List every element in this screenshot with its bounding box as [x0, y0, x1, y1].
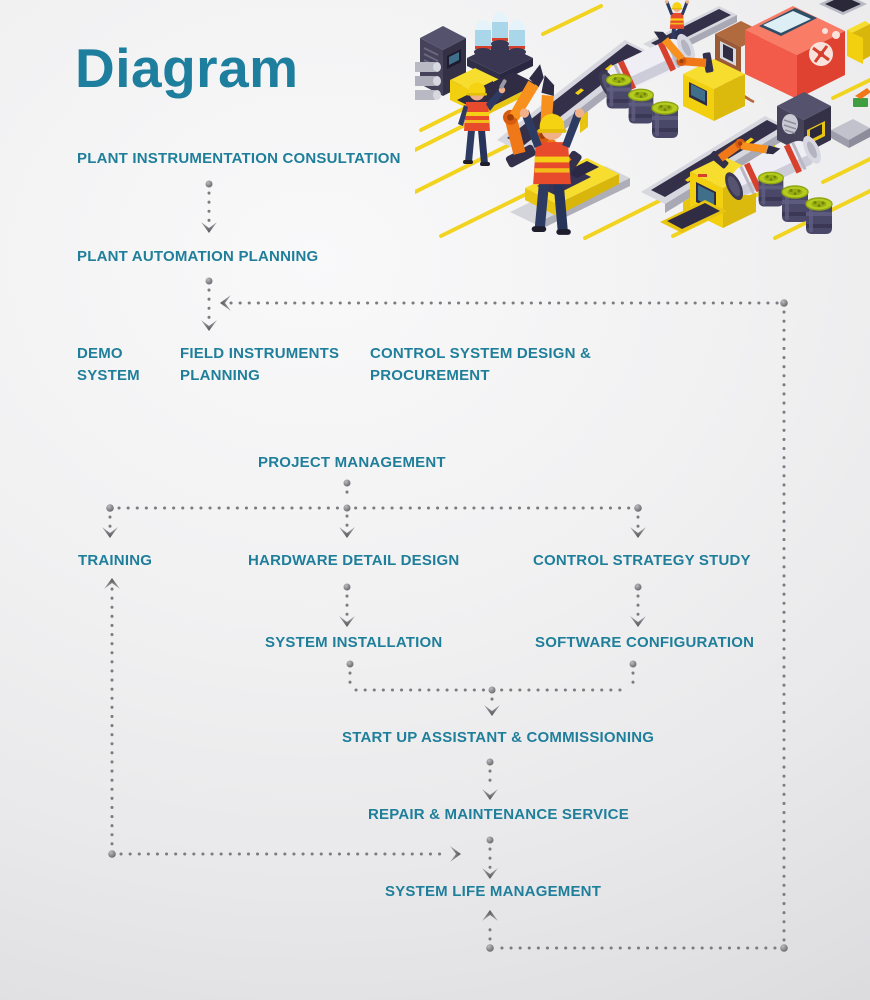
training-loop: [110, 587, 449, 856]
page-title: Diagram: [75, 37, 299, 99]
yellow-machine-right-edge: [847, 21, 870, 107]
step-control-system-design-procurement: CONTROL SYSTEM DESIGN & PROCUREMENT: [370, 345, 592, 384]
red-control-machine: [715, 0, 867, 104]
step-repair-maintenance-service: REPAIR & MAINTENANCE SERVICE: [368, 806, 629, 823]
step-field-instruments-planning: FIELD INSTRUMENTS PLANNING: [180, 345, 340, 384]
step-start-up-assistant-commissioning: START UP ASSISTANT & COMMISSIONING: [342, 729, 655, 746]
side-table-right: [831, 119, 870, 148]
step-control-strategy-study: CONTROL STRATEGY STUDY: [533, 552, 751, 569]
connector-start-dots: [106, 180, 788, 952]
distribution-line: [108, 506, 640, 529]
step-plant-instrumentation-consultation: PLANT INSTRUMENTATION CONSULTATION: [77, 150, 401, 167]
parts-tray: [660, 200, 727, 233]
robot-cell-upper: [683, 59, 745, 121]
glass-cylinder-unit: [467, 12, 533, 82]
step-training: TRAINING: [78, 552, 153, 569]
step-project-management: PROJECT MANAGEMENT: [258, 454, 446, 471]
step-system-installation: SYSTEM INSTALLATION: [265, 634, 443, 651]
step-demo-system: DEMO SYSTEM: [77, 345, 140, 384]
step-system-life-management: SYSTEM LIFE MANAGEMENT: [385, 883, 602, 900]
feedback-loop-right: [229, 301, 786, 950]
step-software-configuration: SOFTWARE CONFIGURATION: [535, 634, 755, 651]
step-hardware-detail-design: HARDWARE DETAIL DESIGN: [248, 552, 460, 569]
pipe-rolls-left: [415, 62, 441, 100]
factory-illustration: [415, 0, 870, 240]
connector-arrowheads: [102, 222, 646, 921]
step-plant-automation-planning: PLANT AUTOMATION PLANNING: [77, 248, 319, 265]
barrel-group-bottom: [757, 171, 833, 235]
